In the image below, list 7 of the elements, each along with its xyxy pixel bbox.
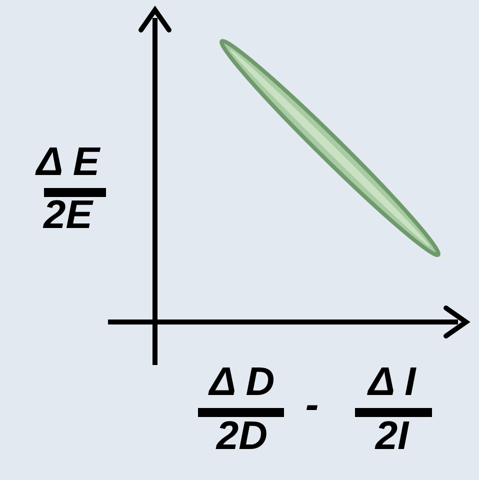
denominator-text: 2I: [374, 416, 410, 456]
denominator-text: 2E: [42, 195, 94, 235]
minus-sign: -: [304, 385, 320, 425]
numerator-text: Δ D: [207, 362, 276, 402]
denominator-text: 2D: [214, 416, 269, 456]
numerator-text: Δ E: [34, 142, 102, 182]
numerator-text: Δ I: [366, 362, 418, 402]
